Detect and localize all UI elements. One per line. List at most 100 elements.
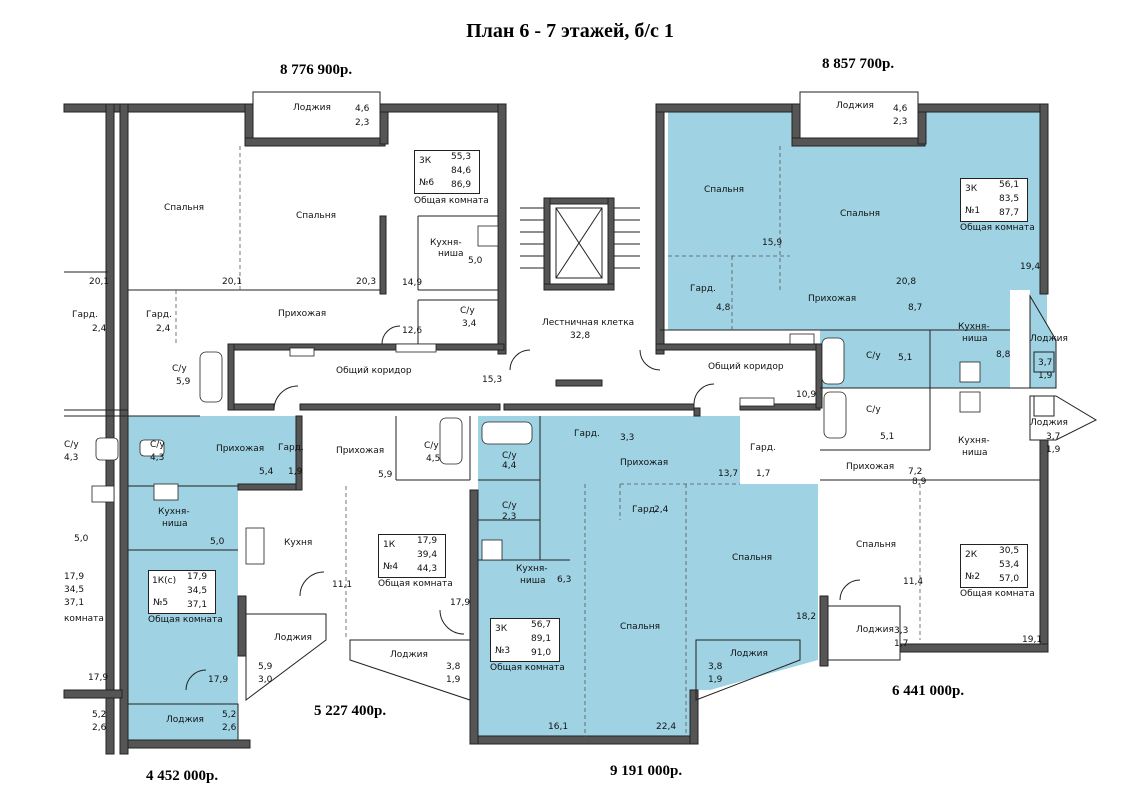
bath-2-area: 5,1: [880, 432, 895, 442]
room-2-area: 19,1: [1022, 635, 1043, 645]
bath-2-label: С/у: [866, 405, 881, 415]
bedroom-3b-label: Спальня: [732, 553, 773, 563]
loggia-kn-area-b: 1,9: [1038, 371, 1053, 381]
price-apt-1: 8 857 700р.: [822, 56, 895, 72]
apt-6-info-box: 3К №6 55,3 84,6 86,9: [414, 150, 480, 194]
bath-1-area: 5,1: [898, 353, 913, 363]
apt-1-no: №1: [965, 206, 981, 216]
bedroom-1a-label: Спальня: [704, 185, 745, 195]
stair-area: 32,8: [570, 331, 591, 341]
loggia-1-area-a: 4,6: [893, 104, 908, 114]
loggia-3-label: Лоджия: [730, 649, 768, 659]
bedroom-1b-area: 20,8: [896, 277, 917, 287]
price-apt-3: 9 191 000р.: [610, 763, 683, 779]
hall-2-label: Прихожая: [846, 462, 895, 472]
price-apt-5: 4 452 000р.: [146, 768, 219, 784]
hall-6-label: Прихожая: [278, 309, 327, 319]
room-3b-area: 22,4: [656, 722, 677, 732]
loggia-5-area-a: 5,2: [222, 710, 237, 720]
apt-4-full: 44,3: [417, 564, 438, 574]
bath-3-area: 4,4: [502, 461, 517, 471]
apt-5-no: №5: [153, 598, 169, 608]
wardrobe-1-label: Гард.: [690, 284, 716, 294]
wardrobe-6a-area: 2,4: [92, 324, 107, 334]
kitchen-niche-5-l1: Кухня-: [158, 507, 190, 517]
bath-3-label: С/у: [502, 451, 517, 461]
loggia-3-area-a: 3,8: [708, 662, 723, 672]
bedroom-3b-area: 18,2: [796, 612, 817, 622]
bath-left-label: С/у: [172, 364, 187, 374]
bedroom-3a-label: Спальня: [620, 622, 661, 632]
hall-4-label: Прихожая: [336, 446, 385, 456]
loggia-3-area-b: 1,9: [708, 675, 723, 685]
loggia-2b-area-a: 3,7: [1046, 432, 1061, 442]
wardrobe-6b-area: 2,4: [156, 324, 171, 334]
apt-3-living: 56,7: [531, 620, 552, 630]
bath-left2-label: С/у: [64, 440, 79, 450]
highlight-apt-1: [668, 104, 1056, 388]
kitchen-niche-6-area: 5,0: [468, 256, 483, 266]
left-bedroom-area: 20,1: [89, 277, 110, 287]
price-apt-4: 5 227 400р.: [314, 703, 387, 719]
loggia-5l-area-b: 2,6: [92, 723, 107, 733]
bedroom-6b-label: Спальня: [296, 211, 337, 221]
apt-3-full: 91,0: [531, 648, 552, 658]
apt-1-type: 3К: [965, 184, 978, 194]
outer-walls: [63, 103, 1049, 755]
left-kn-area: 5,0: [74, 534, 89, 544]
internal-walls: [227, 197, 823, 491]
stair-well: [520, 207, 1055, 417]
left-cut-n3: 37,1: [64, 598, 85, 608]
apt-1-info-box: 3К №1 56,1 83,5 87,7: [960, 178, 1028, 222]
left-cut-n2: 34,5: [64, 585, 85, 595]
bedroom-2-area: 11,4: [903, 577, 924, 587]
wardrobe-3-area: 3,3: [620, 433, 635, 443]
wardrobe-5-area: 1,9: [288, 467, 303, 477]
apt-2-living: 30,5: [999, 546, 1020, 556]
loggia-2b-label: Лоджия: [1030, 418, 1068, 428]
apt-6-type: 3К: [419, 156, 432, 166]
bedroom-6a-label: Спальня: [164, 203, 205, 213]
apt-6-full: 86,9: [451, 180, 472, 190]
hall-5-area: 5,4: [259, 467, 274, 477]
kitchen-4-area: 11,1: [332, 580, 353, 590]
apt-4-no: №4: [383, 562, 399, 572]
loggia-2b-area-b: 1,9: [1046, 445, 1061, 455]
doors: [185, 325, 861, 691]
kitchen-niche-3-l2: ниша: [520, 576, 546, 586]
fixtures: [91, 225, 981, 565]
apt-1-living: 56,1: [999, 180, 1020, 190]
loggia-6-area-b: 2,3: [355, 118, 370, 128]
bath-left-area: 5,9: [176, 377, 191, 387]
hall-2-area: 7,2: [908, 467, 923, 477]
hall-4-area: 5,9: [378, 470, 393, 480]
kitchen-niche-2-l2: ниша: [962, 448, 988, 458]
loggia-5l-area-a: 5,2: [92, 710, 107, 720]
wardrobe-2-area: 1,7: [756, 469, 771, 479]
loggia-5-area-b: 2,6: [222, 723, 237, 733]
wardrobe-3b-area: 2,4: [654, 505, 669, 515]
apt-6-no: №6: [419, 178, 435, 188]
kitchen-niche-5-l2: ниша: [162, 519, 188, 529]
wardrobe-3-label: Гард.: [574, 429, 600, 439]
kitchen-niche-3-l1: Кухня-: [516, 564, 548, 574]
left-cut-n1: 17,9: [64, 572, 85, 582]
apt-5-info-box: 1К(с) №5 17,9 34,5 37,1: [148, 570, 216, 614]
apt-2-caption: Общая комната: [960, 589, 1035, 599]
apt-1-full: 87,7: [999, 208, 1020, 218]
bath-1-label: С/у: [866, 351, 881, 361]
bath-5-label: С/у: [150, 440, 165, 450]
hall-3-label: Прихожая: [620, 458, 669, 468]
apt-2-type: 2К: [965, 550, 978, 560]
apt-2-full: 57,0: [999, 574, 1020, 584]
loggia-1-label: Лоджия: [836, 101, 874, 111]
loggia-2-area-b: 1,7: [894, 639, 909, 649]
stair-label: Лестничная клетка: [542, 318, 635, 328]
apt-5-caption: Общая комната: [148, 615, 223, 625]
room-6-area: 14,9: [402, 278, 423, 288]
apt-2-total: 53,4: [999, 560, 1020, 570]
corridor-right-area: 10,9: [796, 390, 817, 400]
apt-4-type: 1К: [383, 540, 396, 550]
room-4-area: 17,9: [450, 598, 471, 608]
